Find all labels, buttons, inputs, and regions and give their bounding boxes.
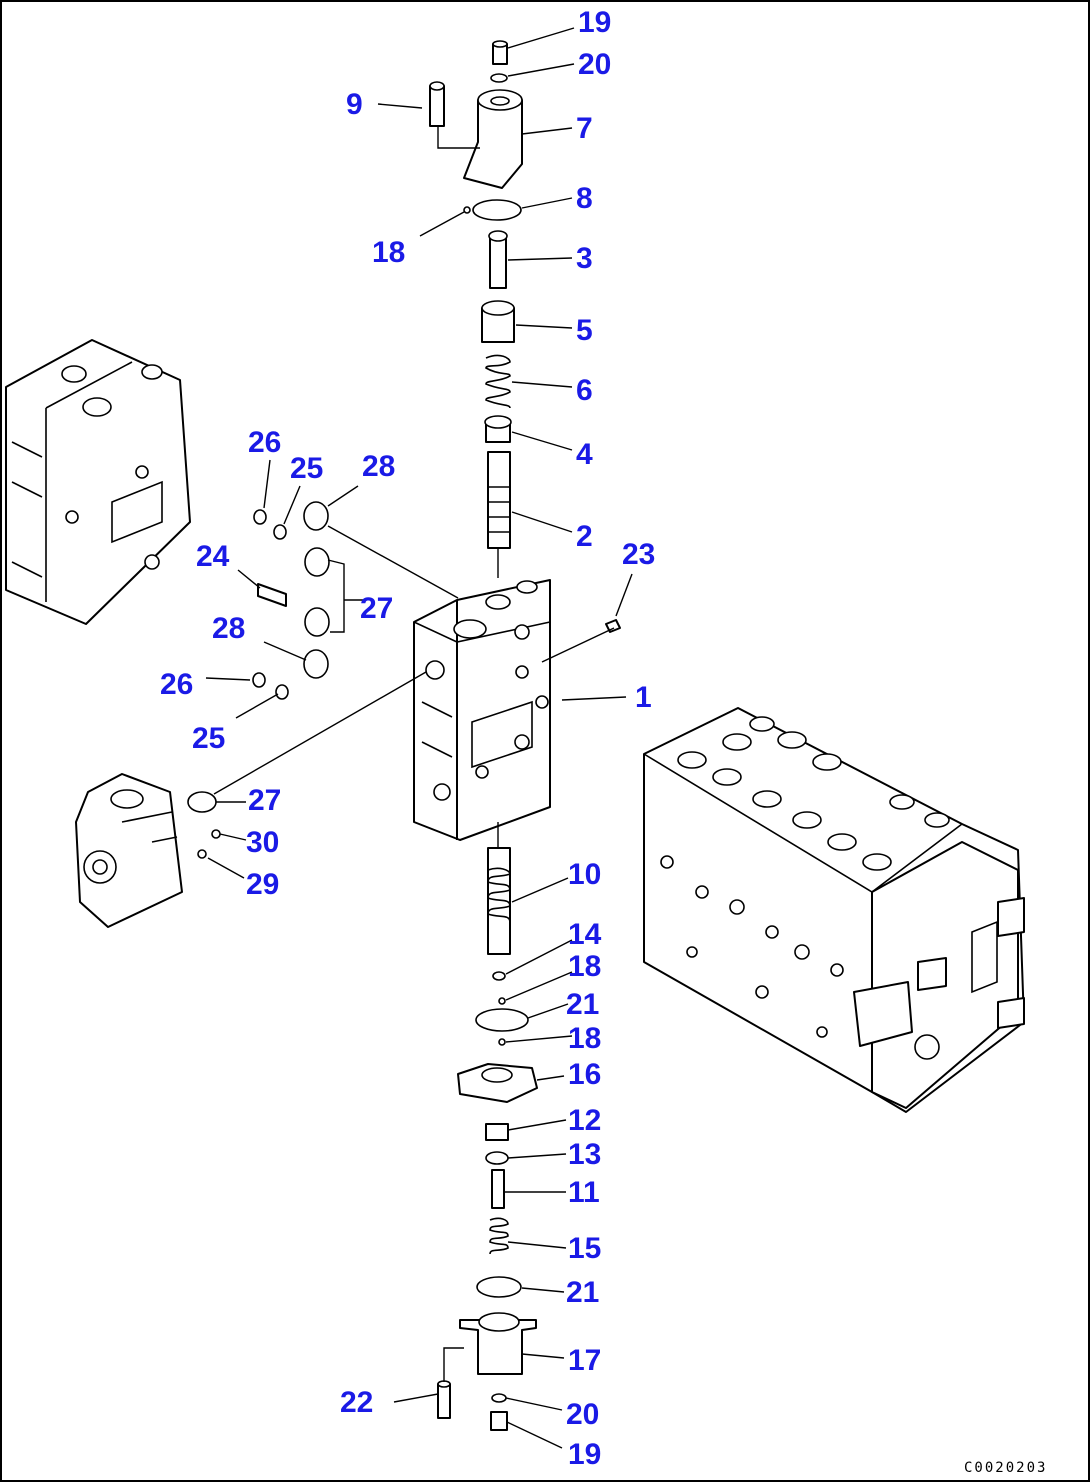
valve-block bbox=[413, 579, 551, 841]
callout-26-top: 26 bbox=[248, 426, 281, 459]
callout-9: 9 bbox=[346, 88, 363, 121]
callout-25-bottom: 25 bbox=[192, 722, 225, 755]
callout-21-bottom: 21 bbox=[566, 1276, 599, 1309]
top-cover-assembly bbox=[429, 40, 523, 549]
callout-18-top: 18 bbox=[372, 236, 405, 269]
drawing-code: C0020203 bbox=[964, 1460, 1047, 1476]
callout-23: 23 bbox=[622, 538, 655, 571]
callout-12: 12 bbox=[568, 1104, 601, 1137]
callout-25-top: 25 bbox=[290, 452, 323, 485]
callout-28-bottom: 28 bbox=[212, 612, 245, 645]
side-seals bbox=[252, 501, 621, 700]
callout-19-bottom: 19 bbox=[568, 1438, 601, 1471]
callout-6: 6 bbox=[576, 374, 593, 407]
callout-8: 8 bbox=[576, 182, 593, 215]
callout-29: 29 bbox=[246, 868, 279, 901]
callout-3: 3 bbox=[576, 242, 593, 275]
callout-20-top: 20 bbox=[578, 48, 611, 81]
callout-13: 13 bbox=[568, 1138, 601, 1171]
callout-18-bottom: 18 bbox=[568, 1022, 601, 1055]
callout-27-top: 27 bbox=[360, 592, 393, 625]
callout-2: 2 bbox=[576, 520, 593, 553]
callout-19-top: 19 bbox=[578, 6, 611, 39]
callout-4: 4 bbox=[576, 438, 593, 471]
left-upper-valve-section bbox=[5, 339, 191, 625]
callout-30: 30 bbox=[246, 826, 279, 859]
callout-27-bottom: 27 bbox=[248, 784, 281, 817]
left-lower-valve-section bbox=[75, 773, 221, 928]
callout-24: 24 bbox=[196, 540, 230, 573]
callout-18-middle: 18 bbox=[568, 950, 601, 983]
callout-26-bottom: 26 bbox=[160, 668, 193, 701]
callout-16: 16 bbox=[568, 1058, 601, 1091]
bottom-cover-assembly bbox=[437, 847, 538, 1431]
callout-21-top: 21 bbox=[566, 988, 599, 1021]
right-main-valve-assembly bbox=[643, 707, 1025, 1113]
callout-7: 7 bbox=[576, 112, 593, 145]
callout-labels: 1 2 3 4 5 6 7 8 9 10 11 12 13 14 15 16 1… bbox=[160, 6, 655, 1471]
callout-28-top: 28 bbox=[362, 450, 395, 483]
callout-10: 10 bbox=[568, 858, 601, 891]
leader-lines bbox=[205, 27, 633, 1449]
callout-15: 15 bbox=[568, 1232, 601, 1265]
callout-14: 14 bbox=[568, 918, 602, 951]
callout-5: 5 bbox=[576, 314, 593, 347]
callout-22: 22 bbox=[340, 1386, 373, 1419]
callout-1: 1 bbox=[635, 681, 652, 714]
callout-11: 11 bbox=[568, 1176, 600, 1209]
callout-20-bottom: 20 bbox=[566, 1398, 599, 1431]
callout-17: 17 bbox=[568, 1344, 601, 1377]
